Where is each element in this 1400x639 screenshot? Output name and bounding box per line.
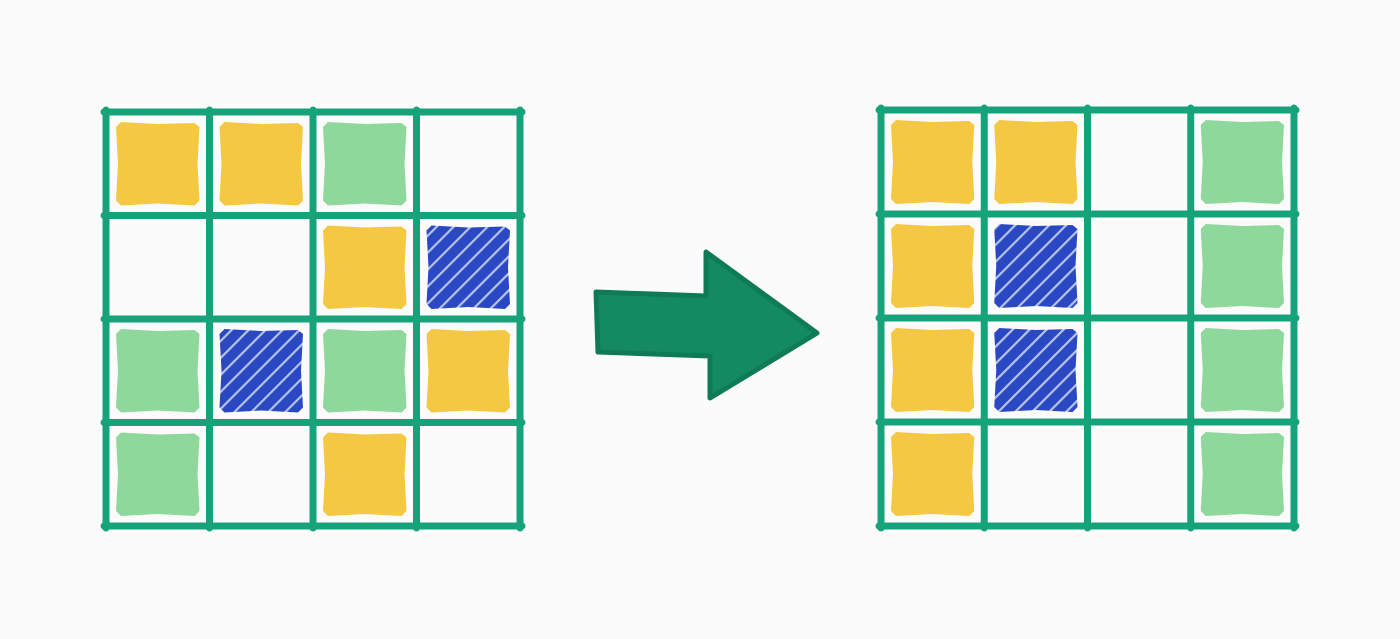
right-arrow-icon [593,249,820,401]
yellow-cell [426,329,510,413]
yellow-cell [219,122,303,206]
input-grid [100,106,526,532]
green-cell [116,432,200,516]
blue-cell [426,225,510,309]
empty-cell [417,112,521,216]
green-cell [1200,224,1284,308]
empty-cell [1088,214,1191,318]
empty-cell [1088,110,1191,214]
green-cell [1200,120,1284,204]
green-cell [323,122,407,206]
green-cell [116,329,200,413]
empty-cell [210,423,314,527]
green-cell [1200,432,1284,516]
green-cell [1200,328,1284,412]
blue-cell [994,224,1078,308]
empty-cell [1088,422,1191,526]
blue-cell [994,328,1078,412]
blue-cell [219,329,303,413]
yellow-cell [891,120,975,204]
yellow-cell [116,122,200,206]
empty-cell [106,216,210,320]
output-grid [875,104,1300,532]
yellow-cell [891,224,975,308]
yellow-cell [891,328,975,412]
empty-cell [1088,318,1191,422]
empty-cell [984,422,1087,526]
green-cell [323,329,407,413]
empty-cell [417,423,521,527]
yellow-cell [323,432,407,516]
yellow-cell [323,225,407,309]
yellow-cell [994,120,1078,204]
empty-cell [210,216,314,320]
transform-arrow [593,249,820,401]
yellow-cell [891,432,975,516]
